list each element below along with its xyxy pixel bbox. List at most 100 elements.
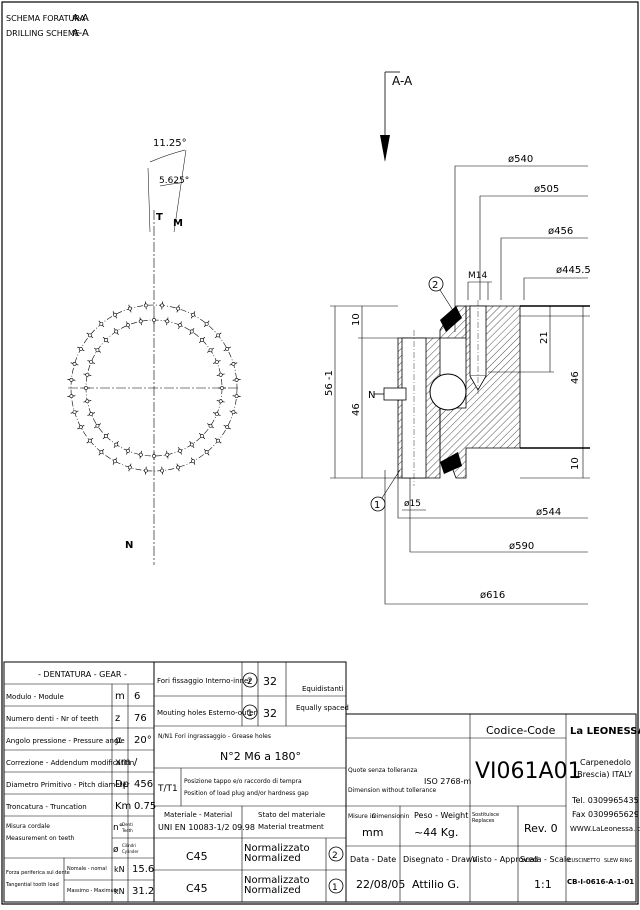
company-tel: Tel. 0309965435	[571, 796, 639, 805]
tolerance-standard: ISO 2768-m	[424, 777, 472, 786]
inner-holes-label: Fori fissaggio Interno-inner	[157, 677, 251, 685]
inner-hole	[152, 318, 156, 322]
date-label: Data - Date	[350, 855, 396, 864]
gear-row-value: 0.75	[134, 801, 156, 812]
measure-unit-it: Denti	[122, 822, 133, 827]
tolerance-label-en: Dimension without tollerance	[348, 787, 437, 794]
product-label-it: CUSCINETTO	[568, 858, 600, 864]
company-city: Carpenedolo	[580, 758, 631, 767]
callout-1: 1	[374, 500, 380, 511]
outer-hole	[87, 333, 92, 338]
cyl-unit-en: Cylinder	[122, 849, 139, 854]
scale-label: Scala - Scale	[520, 855, 571, 864]
inner-hole	[178, 448, 182, 453]
spacing-it: Equidistanti	[302, 685, 343, 693]
angle-label-large: 11.25°	[153, 138, 187, 149]
dim-h46-right: 46	[570, 371, 581, 384]
outer-hole	[72, 410, 77, 414]
outer-hole	[128, 465, 132, 470]
inner-hole	[214, 412, 219, 416]
outer-hole	[231, 362, 236, 366]
section-view: A-A ø540 ø505 ø456 ø445.5 M14 ø15 ø544	[324, 71, 591, 605]
gear-row-label: Diametro Primitivo - Pitch diameter	[6, 781, 130, 789]
gear-row-label: Modulo - Module	[6, 693, 64, 701]
gear-row-label: Numero denti - Nr of teeth	[6, 715, 99, 723]
dim-d505: ø505	[534, 184, 559, 195]
inner-hole	[95, 423, 100, 428]
outer-hole	[128, 306, 132, 311]
drawing-header: SCHEMA FORATURA A-A DRILLING SCHEME A-A	[6, 13, 89, 39]
mark-t: T	[156, 212, 163, 223]
inner-hole	[85, 372, 90, 377]
material-label: Materiale - Material	[164, 811, 232, 819]
outer-hole	[72, 362, 77, 366]
outer-hole	[234, 377, 239, 382]
force-max-label: Massimo - Maximum	[67, 888, 119, 894]
cyl-sym: ø	[113, 845, 119, 855]
material-row-1: C45	[186, 850, 208, 863]
dim-d15: ø15	[404, 499, 421, 509]
force-label-en: Tangential tooth load	[5, 882, 59, 888]
replaces-label-en: Replaces	[472, 818, 495, 824]
gear-row-symbol: Dp	[115, 779, 129, 790]
mark-m: M	[173, 218, 183, 229]
material-row-2: C45	[186, 882, 208, 895]
inner-hole	[178, 323, 182, 328]
inner-hole	[104, 338, 108, 342]
company-fax: Fax 0309965629	[572, 810, 639, 819]
inner-hole	[114, 442, 119, 447]
outer-hole	[176, 465, 180, 470]
outer-hole	[99, 450, 104, 455]
treatment-label-it: Stato del materiale	[258, 811, 325, 819]
dim-h10-top: 10	[351, 313, 362, 326]
inner-hole	[126, 448, 130, 453]
units-label: Misure in	[348, 813, 375, 820]
gear-row-symbol: z	[115, 713, 120, 724]
company-region: (Brescia) ITALY	[574, 770, 632, 779]
outer-hole	[231, 410, 236, 414]
material-standard: UNI EN 10083-1/2 09.98	[158, 823, 255, 832]
outer-hole	[191, 459, 196, 464]
title-block-grid	[3, 661, 637, 903]
dim-d540: ø540	[508, 154, 533, 165]
outer-bolt-circle	[70, 304, 238, 472]
outer-hole	[160, 303, 165, 308]
outer-hole	[69, 394, 74, 399]
grease-value: N°2 M6 a 180°	[220, 750, 301, 763]
inner-holes-callout: 2	[247, 677, 253, 687]
outer-hole	[216, 438, 221, 443]
treatment-row-1-it: Normalizzato	[244, 843, 310, 854]
approved-label: Visto - Approved	[472, 855, 538, 864]
force-max-value: 31.2	[132, 886, 154, 897]
outer-hole	[69, 377, 74, 382]
gear-row-symbol: Km	[115, 801, 131, 812]
dim-d544: ø544	[536, 507, 561, 518]
outer-hole	[216, 333, 221, 338]
gear-row-symbol: xm	[115, 757, 131, 768]
callout-2: 2	[432, 280, 438, 291]
outer-hole	[225, 425, 230, 430]
material-row-1-callout: 2	[332, 851, 338, 861]
company-web: WWW.LaLeonessa.it	[570, 825, 640, 833]
spacing-en: Equally spaced	[296, 704, 349, 712]
callout-2-circle	[428, 276, 444, 292]
rolling-ball	[429, 373, 467, 411]
inner-hole	[208, 423, 213, 428]
inner-hole	[114, 329, 119, 334]
dim-h21: 21	[539, 331, 550, 344]
inner-hole	[152, 454, 156, 458]
outer-hole	[234, 394, 239, 399]
company-logo: La LEONESSA	[570, 726, 640, 737]
gear-row-symbol: m	[115, 691, 125, 702]
outer-hole	[191, 312, 196, 317]
force-unit-nominal: kN	[114, 865, 125, 874]
outer-hole	[143, 303, 148, 308]
inner-hole	[189, 442, 194, 447]
inner-hole	[200, 434, 204, 438]
outer-hole	[143, 468, 148, 473]
weight-value: ~44 Kg.	[414, 826, 458, 839]
cyl-unit-it: Cilindri	[122, 843, 136, 848]
product-label-en: SLEW RING	[604, 858, 632, 864]
